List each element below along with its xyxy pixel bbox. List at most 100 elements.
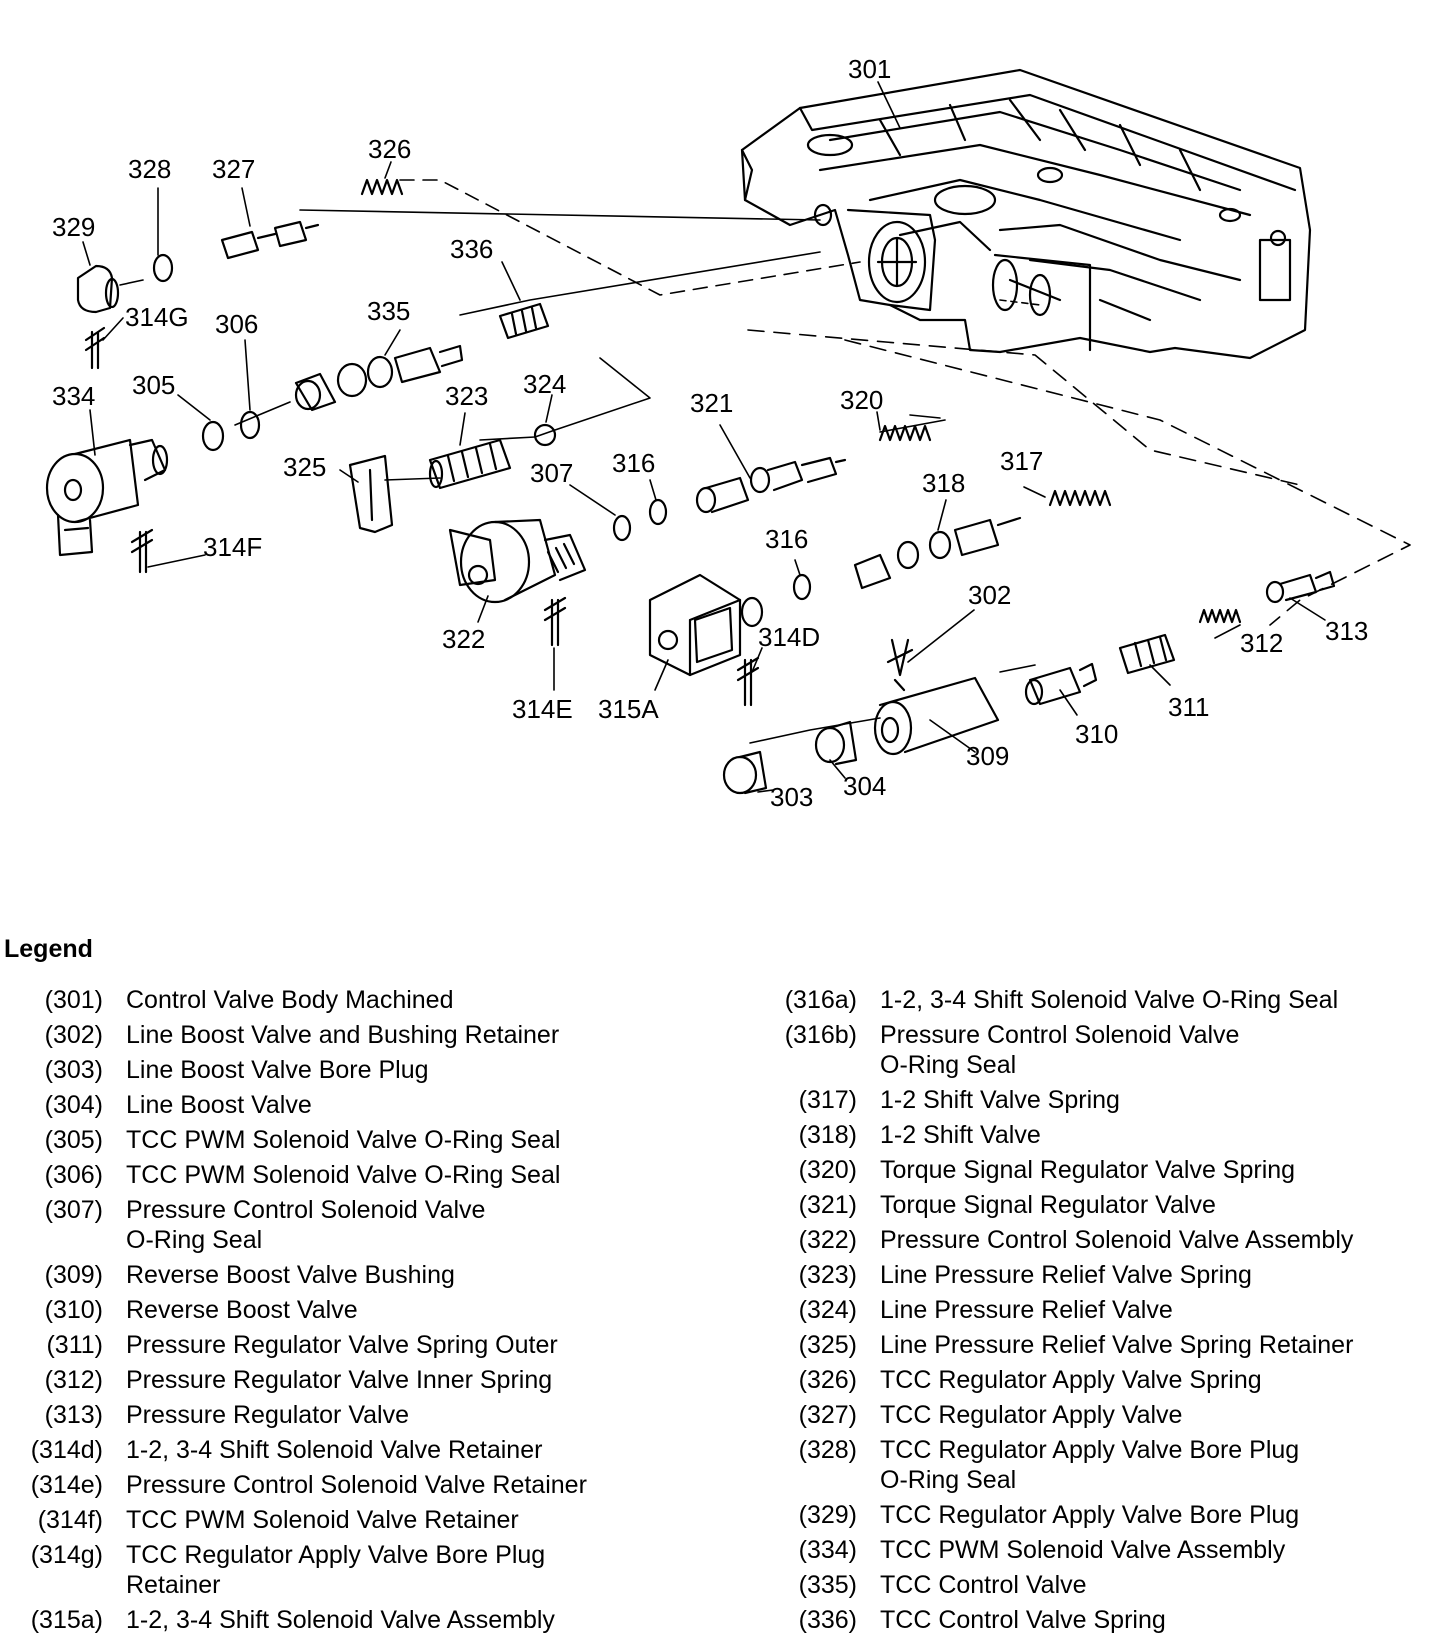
callout-leader-lines	[82, 81, 1326, 793]
legend-item-code: (335)	[798, 1571, 857, 1599]
callout-316-b: 316	[765, 524, 808, 554]
legend-item: (335) TCC Control Valve	[775, 1570, 1435, 1600]
solenoid-334	[45, 438, 169, 557]
legend-item-code: (314g)	[30, 1541, 103, 1569]
legend-left-column: (301)Control Valve Body Machined (302)Lin…	[18, 985, 718, 1640]
legend-item: (325)Line Pressure Relief Valve Spring R…	[775, 1330, 1435, 1360]
callout-335: 335	[367, 296, 410, 326]
legend-item-description: 1-2 Shift Valve	[880, 1121, 1041, 1149]
legend-item-description: Line Boost Valve Bore Plug	[126, 1056, 429, 1084]
legend-item-description: TCC Regulator Apply Valve	[880, 1401, 1183, 1429]
callout-314f: 314F	[203, 532, 262, 562]
legend-item-code: (314f)	[37, 1506, 103, 1534]
spring-311	[1118, 633, 1176, 675]
solenoid-315a	[648, 573, 764, 677]
legend-item-code: (313)	[44, 1401, 103, 1429]
legend-item-description: TCC PWM Solenoid Valve Retainer	[126, 1506, 519, 1534]
valve-318	[853, 516, 1022, 590]
legend-item: (314g)TCC Regulator Apply Valve Bore Plu…	[18, 1540, 718, 1600]
legend-item: (314f) TCC PWM Solenoid Valve Retainer	[18, 1505, 718, 1535]
callout-307: 307	[530, 458, 573, 488]
callout-309: 309	[966, 741, 1009, 771]
callout-314e: 314E	[512, 694, 573, 724]
legend-item-description: Pressure Control Solenoid Valve Retainer	[126, 1471, 587, 1499]
legend-item: (306)TCC PWM Solenoid Valve O-Ring Seal	[18, 1160, 718, 1190]
legend-item: (311) Pressure Regulator Valve Spring Out…	[18, 1330, 718, 1360]
legend-right-column: (316a) 1-2, 3-4 Shift Solenoid Valve O-Ri…	[775, 985, 1435, 1640]
callout-305: 305	[132, 370, 175, 400]
callout-314d: 314D	[758, 622, 820, 652]
legend-item-code: (329)	[798, 1501, 857, 1529]
legend-item: (334)TCC PWM Solenoid Valve Assembly	[775, 1535, 1435, 1565]
legend-item-code: (320)	[798, 1156, 857, 1184]
legend-item-code: (323)	[798, 1261, 857, 1289]
legend-item-code: (312)	[44, 1366, 103, 1394]
legend-item-code: (321)	[798, 1191, 857, 1219]
legend-item-description: TCC Control Valve	[880, 1571, 1087, 1599]
legend-item-code: (314e)	[30, 1471, 103, 1499]
callout-316-a: 316	[612, 448, 655, 478]
legend-title: Legend	[4, 935, 93, 963]
legend-item-code: (305)	[44, 1126, 103, 1154]
legend-item: (303)Line Boost Valve Bore Plug	[18, 1055, 718, 1085]
legend-item-description: Pressure Control Solenoid Valve O-Ring S…	[126, 1196, 486, 1254]
legend-item-description: 1-2, 3-4 Shift Solenoid Valve Retainer	[126, 1436, 543, 1464]
legend-item-description: TCC Control Valve Spring	[880, 1606, 1166, 1634]
spring-336	[498, 302, 550, 340]
callout-315a: 315A	[598, 694, 659, 724]
callout-320: 320	[840, 385, 883, 415]
legend-item: (323)Line Pressure Relief Valve Spring	[775, 1260, 1435, 1290]
legend-item-code: (311)	[46, 1331, 103, 1359]
legend-item-description: TCC PWM Solenoid Valve Assembly	[880, 1536, 1286, 1564]
legend-item: (329)TCC Regulator Apply Valve Bore Plug	[775, 1500, 1435, 1530]
legend-item-code: (315a)	[30, 1606, 103, 1634]
legend-item-description: TCC PWM Solenoid Valve O-Ring Seal	[126, 1161, 561, 1189]
legend-item-code: (316b)	[784, 1021, 857, 1049]
callout-310: 310	[1075, 719, 1118, 749]
callout-306: 306	[215, 309, 258, 339]
legend-item-code: (324)	[798, 1296, 857, 1324]
callout-328: 328	[128, 154, 171, 184]
callout-302: 302	[968, 580, 1011, 610]
callout-322: 322	[442, 624, 485, 654]
legend-item: (322)Pressure Control Solenoid Valve Ass…	[775, 1225, 1435, 1255]
callout-311: 311	[1168, 692, 1209, 722]
callout-321: 321	[690, 388, 733, 418]
legend-item: (320)Torque Signal Regulator Valve Sprin…	[775, 1155, 1435, 1185]
legend-item: (316b)Pressure Control Solenoid Valve O-…	[775, 1020, 1435, 1080]
legend-item-description: TCC Regulator Apply Valve Bore Plug O-Ri…	[880, 1436, 1300, 1494]
legend-item-code: (310)	[44, 1296, 103, 1324]
legend-item: (302)Line Boost Valve and Bushing Retain…	[18, 1020, 718, 1050]
legend-item-description: Reverse Boost Valve Bushing	[126, 1261, 455, 1289]
legend-item: (328)TCC Regulator Apply Valve Bore Plug…	[775, 1435, 1435, 1495]
legend-item: (301)Control Valve Body Machined	[18, 985, 718, 1015]
callout-326: 326	[368, 134, 411, 164]
legend-item: (309)Reverse Boost Valve Bushing	[18, 1260, 718, 1290]
legend-item-description: 1-2, 3-4 Shift Solenoid Valve O-Ring Sea…	[880, 986, 1339, 1014]
legend-item-code: (307)	[44, 1196, 103, 1224]
legend-item: (310)Reverse Boost Valve	[18, 1295, 718, 1325]
o-ring-328	[152, 253, 174, 283]
spring-326	[360, 178, 404, 196]
solenoid-322	[448, 518, 587, 604]
legend-item-code: (336)	[798, 1606, 857, 1634]
callout-324: 324	[523, 369, 566, 399]
legend-item-code: (316a)	[784, 986, 857, 1014]
o-ring-306	[239, 410, 261, 440]
legend-item: (313)Pressure Regulator Valve	[18, 1400, 718, 1430]
assembly-leader-lines	[119, 179, 1411, 744]
callout-301: 301	[848, 54, 891, 84]
callout-304: 304	[843, 771, 886, 801]
o-ring-307	[612, 514, 632, 542]
legend-item: (316a) 1-2, 3-4 Shift Solenoid Valve O-Ri…	[775, 985, 1435, 1015]
retainer-clip-314f	[130, 528, 154, 574]
callout-314g: 314G	[125, 302, 189, 332]
valve-335	[294, 344, 464, 412]
legend-item-code: (317)	[798, 1086, 857, 1114]
legend-item-description: Pressure Regulator Valve Spring Outer	[126, 1331, 558, 1359]
legend-item-description: 1-2, 3-4 Shift Solenoid Valve Assembly	[126, 1606, 555, 1634]
retainer-clip-314d	[736, 656, 760, 707]
legend-item-description: Torque Signal Regulator Valve	[880, 1191, 1216, 1219]
legend-item-description: Line Boost Valve	[126, 1091, 312, 1119]
legend-item-code: (327)	[798, 1401, 857, 1429]
